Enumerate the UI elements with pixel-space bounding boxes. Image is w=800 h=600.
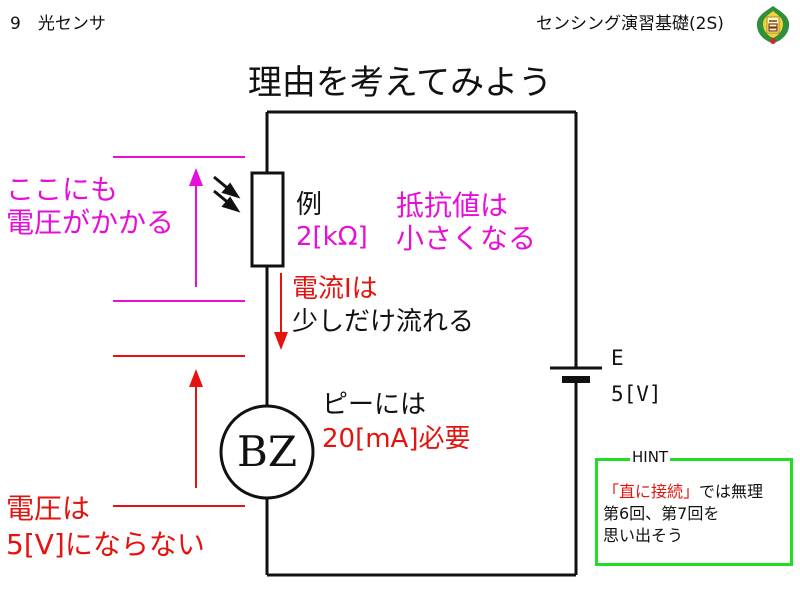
buzzer-voltage-line1: 電圧は (6, 492, 91, 525)
resistance-note-line2: 小さくなる (396, 222, 537, 255)
current-label-line1: 電流Iは (292, 274, 378, 305)
resistor-voltage-markers (113, 156, 245, 302)
voltage-here-line2: 電圧がかかる (6, 206, 175, 239)
buzzer-note-line1: ピーには (322, 390, 427, 420)
resistor-example-value: 2[kΩ] (296, 222, 368, 252)
buzzer-label: BZ (236, 427, 298, 476)
current-label-text: 電流Iは (292, 274, 378, 304)
current-label-line2: 少しだけ流れる (292, 307, 475, 337)
buzzer-symbol (219, 404, 315, 500)
buzzer-voltage-line2: 5[V]にならない (6, 528, 205, 561)
voltage-arrow-head-magenta (189, 168, 203, 186)
buzzer-note-line2: 20[mA]必要 (322, 424, 471, 454)
hint-line1-quote: 「直に接続」 (603, 482, 700, 501)
voltage-here-line1: ここにも (6, 173, 119, 206)
current-arrow-head (274, 332, 288, 350)
resistance-note-line1: 抵抗値は (396, 189, 509, 222)
photoresistor-symbol (250, 171, 285, 268)
circuit-wires (265, 110, 578, 577)
battery-label: E (611, 346, 624, 370)
course-title: センシング演習基礎(2S) (536, 14, 724, 34)
battery-value: 5[V] (611, 382, 662, 406)
light-rays-icon (213, 175, 241, 213)
hint-line1: 「直に接続」では無理 (603, 481, 763, 502)
voltage-arrow-head-red (189, 369, 203, 387)
hint-box (595, 458, 793, 566)
school-emblem-icon (756, 6, 790, 44)
hint-line1-rest: では無理 (699, 482, 764, 501)
hint-title: HINT (630, 448, 671, 466)
section-heading: 9 光センサ (10, 14, 106, 34)
hint-line2: 第6回、第7回を (603, 504, 720, 523)
resistor-example-label: 例 (296, 190, 323, 220)
hint-line3: 思い出そう (603, 526, 684, 545)
battery-symbol (550, 366, 602, 383)
buzzer-voltage-markers (113, 355, 245, 507)
slide-title: 理由を考えてみよう (247, 63, 553, 103)
